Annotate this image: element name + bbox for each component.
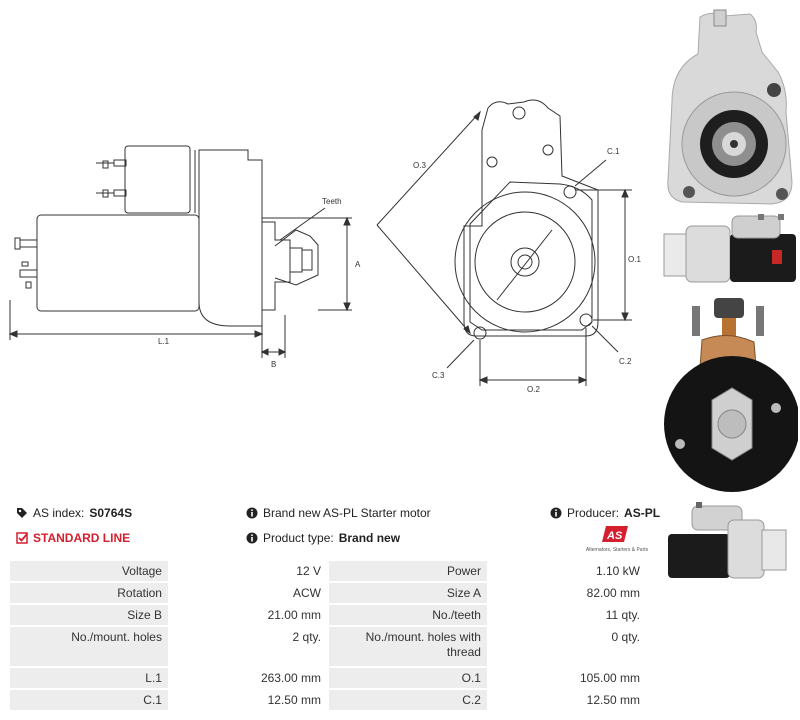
c2-label: C.2 (619, 357, 632, 366)
technical-drawing: Teeth A L.1 B O.3 C.1 O.1 C.2 C.3 O.2 (8, 99, 641, 394)
spec-label: C.2 (328, 690, 487, 710)
product-type: Product type: Brand new (246, 531, 400, 545)
producer-label: Producer: (567, 506, 620, 520)
as-index: AS index: S0764S (16, 506, 132, 520)
o1-label: O.1 (628, 255, 641, 264)
logo-tagline: Alternators, Starters & Parts (586, 547, 649, 553)
spec-label: Voltage (10, 561, 168, 581)
tag-icon (17, 508, 27, 518)
standard-line: STANDARD LINE (16, 531, 130, 545)
product-photo-angle (668, 502, 787, 579)
info-icon (246, 532, 258, 544)
producer-value: AS-PL (624, 506, 661, 520)
spec-value: 82.00 mm (488, 583, 646, 603)
teeth-label: Teeth (322, 197, 342, 206)
spec-value: 12.50 mm (488, 690, 646, 710)
side-view-drawing (8, 145, 352, 358)
spec-label: Power (328, 561, 487, 581)
c3-label: C.3 (432, 371, 445, 380)
spec-label: O.1 (328, 668, 487, 688)
info-icon (550, 507, 562, 519)
logo-text: AS (606, 530, 623, 542)
size-a-label: A (355, 260, 361, 269)
spec-value: 21.00 mm (169, 605, 327, 625)
o3-label: O.3 (413, 161, 426, 170)
spec-label: No./teeth (328, 605, 487, 625)
as-index-label: AS index: (33, 506, 85, 520)
producer: Producer: AS-PL (550, 506, 660, 520)
spec-value: 12.50 mm (169, 690, 327, 710)
spec-value: 11 qty. (488, 605, 646, 625)
spec-value: 0 qty. (488, 627, 646, 666)
product-type-value: Brand new (338, 531, 401, 545)
spec-label: Size B (10, 605, 168, 625)
spec-label: L.1 (10, 668, 168, 688)
product-type-label: Product type: (263, 531, 334, 545)
product-photo-front (662, 2, 798, 207)
spec-value: 263.00 mm (169, 668, 327, 688)
spec-label: No./mount. holes with thread (328, 627, 487, 666)
o2-label: O.2 (527, 385, 540, 394)
description-text: Brand new AS-PL Starter motor (263, 506, 431, 520)
spec-value: 1.10 kW (488, 561, 646, 581)
l1-label: L.1 (158, 337, 170, 346)
as-index-value: S0764S (89, 506, 133, 520)
product-photo-side (663, 214, 796, 283)
spec-label: C.1 (10, 690, 168, 710)
spec-value: ACW (169, 583, 327, 603)
c1-label: C.1 (607, 147, 620, 156)
spec-label: Size A (328, 583, 487, 603)
spec-value: 12 V (169, 561, 327, 581)
as-pl-logo: AS Alternators, Starters & Parts (586, 526, 649, 553)
description: Brand new AS-PL Starter motor (246, 506, 431, 520)
spec-label: No./mount. holes (10, 627, 168, 666)
spec-value: 105.00 mm (488, 668, 646, 688)
size-b-label: B (271, 360, 276, 369)
front-view-drawing (376, 99, 632, 386)
info-icon (246, 507, 258, 519)
product-photo-rear (664, 298, 798, 492)
standard-line-label: STANDARD LINE (33, 531, 131, 545)
spec-value: 2 qty. (169, 627, 327, 666)
spec-label: Rotation (10, 583, 168, 603)
checkbox-icon (16, 532, 28, 544)
